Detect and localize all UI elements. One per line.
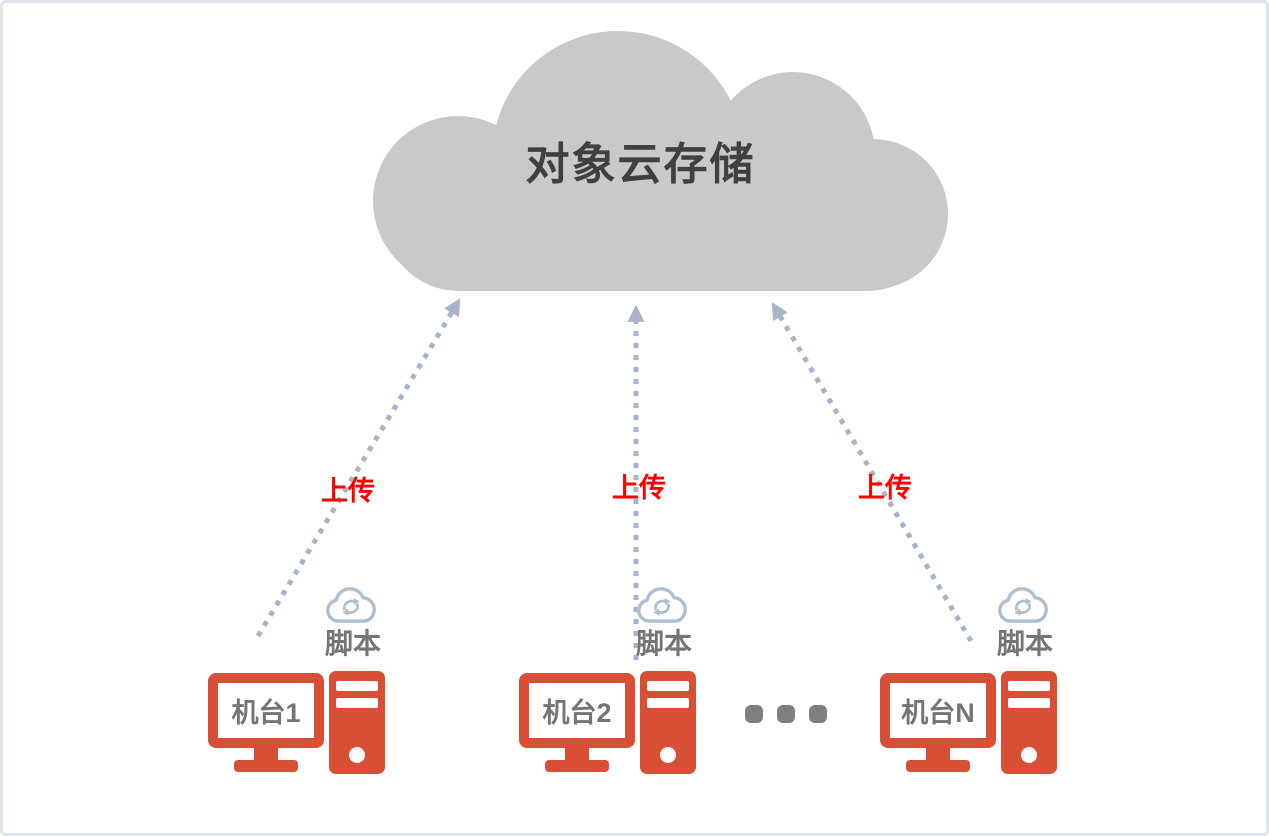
tower-power-light [349, 747, 365, 763]
cloud-storage-shape-icon [373, 31, 948, 291]
tower-power-light [660, 747, 676, 763]
tower-power-light [1021, 747, 1037, 763]
script-label: 脚本 [635, 628, 692, 659]
computer-tower-icon [1001, 671, 1057, 774]
script-label: 脚本 [996, 628, 1053, 659]
ellipsis-dot [777, 705, 795, 723]
monitor-stand-neck [254, 748, 278, 760]
upload-label-2: 上传 [612, 473, 666, 503]
machine-name-label: 机台2 [542, 698, 612, 728]
script-label: 脚本 [324, 628, 381, 659]
monitor-icon: 机台2 [519, 673, 635, 748]
cloud-sync-icon [998, 587, 1048, 623]
machine-name-label: 机台N [901, 698, 975, 728]
computer-tower-icon [329, 671, 385, 774]
machine-group-2: 脚本 机台2 [519, 581, 699, 781]
monitor-stand-base [234, 760, 298, 772]
tower-slot [647, 698, 689, 708]
monitor-stand-neck [926, 748, 950, 760]
cloud-storage-title: 对象云存储 [525, 140, 756, 189]
tower-slot [647, 681, 689, 691]
tower-slot [336, 698, 378, 708]
tower-slot [336, 681, 378, 691]
computer-tower-icon [640, 671, 696, 774]
upload-label-1: 上传 [321, 476, 375, 506]
upload-label-3: 上传 [858, 473, 912, 503]
ellipsis-dot [745, 705, 763, 723]
monitor-stand-neck [565, 748, 589, 760]
machine-name-label: 机台1 [231, 698, 301, 728]
ellipsis-dots [745, 705, 827, 723]
machine-group-n: 脚本 机台N [880, 581, 1060, 781]
cloud-sync-icon [326, 587, 376, 623]
cloud-sync-icon [637, 587, 687, 623]
machine-group-1: 脚本 机台1 [208, 581, 388, 781]
tower-slot [1008, 698, 1050, 708]
monitor-icon: 机台N [880, 673, 996, 748]
tower-slot [1008, 681, 1050, 691]
monitor-stand-base [545, 760, 609, 772]
ellipsis-dot [809, 705, 827, 723]
monitor-icon: 机台1 [208, 673, 324, 748]
monitor-stand-base [906, 760, 970, 772]
